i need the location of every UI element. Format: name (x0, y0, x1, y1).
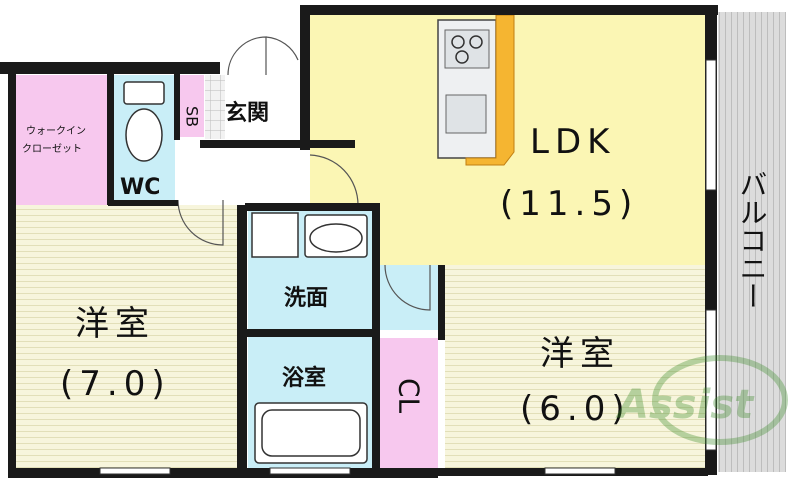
windows (99, 59, 717, 475)
walk-in-closet-label-line1: ウォークイン (26, 125, 86, 137)
entrance-label: 玄関 (225, 100, 269, 126)
wc-label: WC (120, 175, 160, 200)
western-room-right-size-label: (6.0) (520, 389, 631, 429)
western-room-left-size-label: (7.0) (60, 364, 171, 404)
shoe-box-label: SB (183, 106, 202, 127)
bathroom-label: 浴室 (282, 365, 326, 391)
washbasin (304, 214, 368, 258)
western-room-left-label: 洋室 (75, 304, 155, 344)
closet-label: CL (393, 378, 426, 414)
walk-in-closet-area (15, 75, 107, 205)
bathtub (254, 402, 368, 464)
walk-in-closet-label-line2: クローゼット (22, 143, 82, 155)
balcony-label: バルコニー (736, 170, 769, 310)
balcony-area (718, 12, 786, 472)
ldk-label: LDK (530, 122, 615, 162)
closet-area (380, 338, 438, 470)
ldk-size-label: (11.5) (500, 184, 638, 224)
western-room-right-label: 洋室 (540, 334, 620, 374)
western-room-left-area (15, 205, 245, 470)
western-room-right-area (445, 265, 707, 470)
washing-machine-space (251, 212, 299, 258)
shoe-box-area (180, 75, 204, 137)
kitchen-counter (437, 14, 515, 166)
washroom-label: 洗面 (284, 286, 328, 311)
entrance-tile (205, 75, 225, 139)
assist-watermark-logo: Assist (615, 355, 788, 445)
toilet (123, 81, 165, 162)
door-swings (177, 36, 431, 311)
assist-watermark-text: Assist (615, 382, 755, 428)
corridor-area (378, 265, 438, 330)
